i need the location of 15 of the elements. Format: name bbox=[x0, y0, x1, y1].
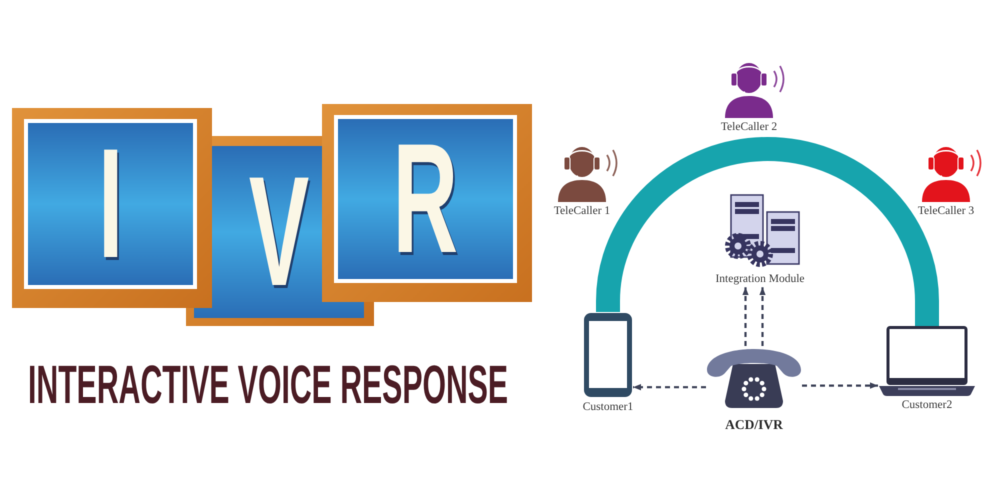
dashed-arrow bbox=[633, 384, 706, 390]
dashed-arrow bbox=[742, 287, 749, 346]
caller-name: TeleCaller 3 bbox=[918, 205, 974, 218]
dashed-arrow bbox=[759, 287, 766, 346]
big-letter: I bbox=[98, 146, 124, 262]
system-name: ACD/IVR bbox=[725, 417, 783, 433]
customer-name: Customer2 bbox=[902, 399, 952, 412]
big-letter: R bbox=[392, 140, 458, 258]
customer-name: Customer1 bbox=[582, 401, 634, 414]
big-letter: V bbox=[248, 174, 310, 290]
subtitle: INTERACTIVE VOICE RESPONSE bbox=[28, 365, 508, 406]
dashed-arrow bbox=[802, 382, 878, 389]
caller-name: TeleCaller 2 bbox=[720, 121, 778, 134]
module-name: Integration Module bbox=[715, 273, 805, 286]
caller-name: TeleCaller 1 bbox=[554, 205, 610, 218]
